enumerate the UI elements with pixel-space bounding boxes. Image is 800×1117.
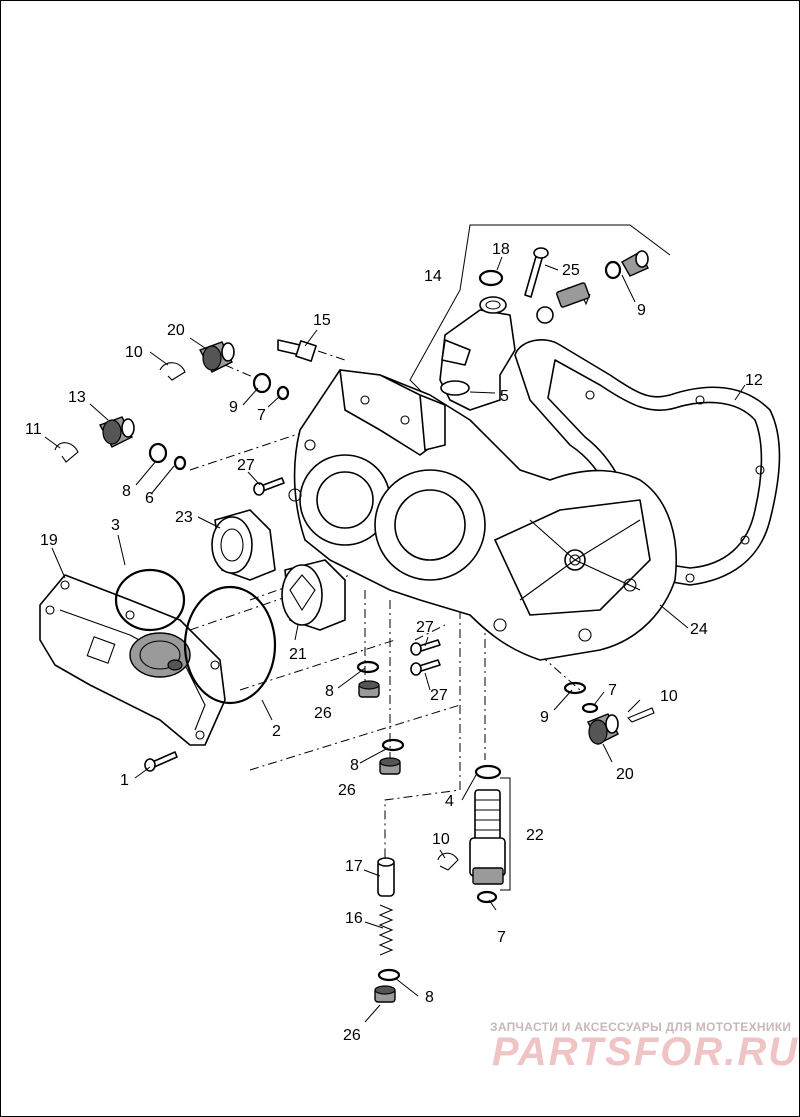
- callout-26-mid: 26: [314, 705, 332, 722]
- callout-25: 25: [562, 262, 580, 279]
- watermark-tagline: ЗАПЧАСТИ И АКСЕССУАРЫ ДЛЯ МОТОТЕХНИКИ: [490, 1020, 792, 1034]
- plugs-26: [358, 680, 401, 1003]
- o-ring-large-3: [114, 568, 186, 632]
- callout-20-upper: 20: [167, 322, 185, 339]
- callout-26-bottom: 26: [343, 1027, 361, 1044]
- callout-6: 6: [145, 490, 154, 507]
- callout-20-lower: 20: [616, 766, 634, 783]
- callout-10-right: 10: [660, 688, 678, 705]
- callout-22: 22: [526, 827, 544, 844]
- callout-9-top: 9: [637, 302, 646, 319]
- fitting-20-upper: [198, 341, 235, 373]
- callout-21: 21: [289, 646, 307, 663]
- o-ring-large-2: [183, 585, 277, 705]
- clip-10-lower: [437, 852, 459, 871]
- callout-9-upper: 9: [229, 399, 238, 416]
- valve-pin-and-spring: [377, 857, 395, 956]
- callout-8-bottom: 8: [425, 989, 434, 1006]
- callout-3: 3: [111, 517, 120, 534]
- callout-7-right: 7: [608, 682, 617, 699]
- callout-26-low: 26: [338, 782, 356, 799]
- small-o-rings: [148, 260, 622, 982]
- callout-9-right: 9: [540, 709, 549, 726]
- filter-adapter-22: [469, 789, 506, 885]
- callout-10-lower: 10: [432, 831, 450, 848]
- callout-27-low: 27: [430, 687, 448, 704]
- oil-pump-cover-assembly: [439, 296, 516, 411]
- callout-numbers: 1 2 3 4 5 6 7 7 7 8 8 8 8 9 9 9 10 10 10…: [25, 241, 763, 1044]
- cam-support-plate: [288, 369, 678, 661]
- callout-7-upper: 7: [257, 407, 266, 424]
- callout-4: 4: [445, 793, 454, 810]
- callout-24: 24: [690, 621, 708, 638]
- callout-16: 16: [345, 910, 363, 927]
- callout-8-mid: 8: [325, 683, 334, 700]
- callout-17: 17: [345, 858, 363, 875]
- callout-12: 12: [745, 372, 763, 389]
- callout-11: 11: [25, 421, 42, 438]
- callout-8-left: 8: [122, 483, 131, 500]
- callout-27-mid: 27: [416, 619, 434, 636]
- leader-lines: [44, 256, 746, 1023]
- callout-27-upper: 27: [237, 457, 255, 474]
- callout-2: 2: [272, 723, 281, 740]
- callout-1: 1: [120, 772, 129, 789]
- bracket-14-top: [459, 224, 671, 291]
- clip-10-right: [627, 707, 655, 723]
- callout-23: 23: [175, 509, 193, 526]
- clip-10-upper: [159, 362, 186, 381]
- relief-valve-parts: [536, 250, 649, 324]
- fitting-15: [277, 339, 317, 362]
- fitting-13: [98, 416, 135, 448]
- fitting-20-lower: [587, 713, 619, 745]
- watermark-brand: PARTSFOR.RU: [492, 1030, 800, 1074]
- clip-11: [54, 442, 79, 463]
- oil-pump-cover: [39, 574, 226, 746]
- callout-13: 13: [68, 389, 86, 406]
- callout-5: 5: [500, 388, 509, 405]
- callout-18: 18: [492, 241, 510, 258]
- callout-8-low: 8: [350, 757, 359, 774]
- callout-14: 14: [424, 268, 442, 285]
- callout-19: 19: [40, 532, 58, 549]
- screws: [144, 247, 549, 772]
- callout-7-lower: 7: [497, 929, 506, 946]
- gerotor-23: [211, 509, 276, 581]
- gerotor-21: [281, 559, 346, 631]
- callout-15: 15: [313, 312, 331, 329]
- callout-10-upper: 10: [125, 344, 143, 361]
